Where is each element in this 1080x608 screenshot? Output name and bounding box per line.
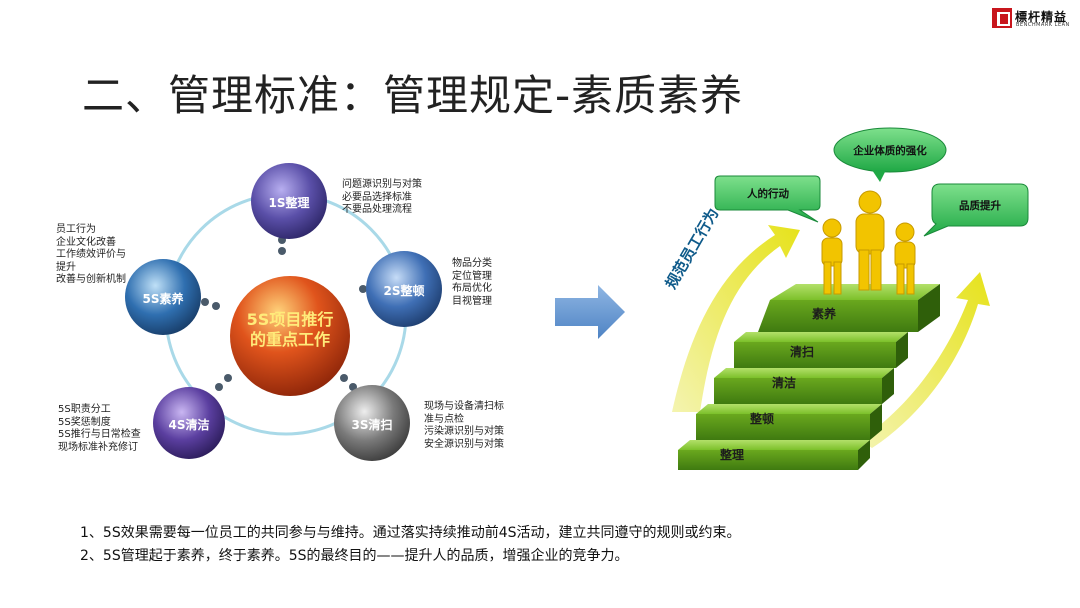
- stair-label-5: 素养: [812, 307, 837, 321]
- node-3s-ball: [334, 385, 410, 461]
- node-1s-notes: 问题源识别与对策 必要品选择标准 不要品处理流程: [342, 179, 422, 215]
- node-3s-notes: 现场与设备清扫标 准与点检 污染源识别与对策 安全源识别与对策: [424, 401, 504, 450]
- footer-note-2: 2、5S管理起于素养，终于素养。5S的最终目的——提升人的品质，增强企业的竞争力…: [80, 548, 629, 564]
- node-5s-label: 5S素养: [142, 292, 184, 306]
- stair-label-4: 清扫: [790, 345, 815, 359]
- stair-label-3: 清洁: [772, 376, 797, 390]
- slide-title: 二、管理标准：管理规定-素质素养: [82, 71, 744, 120]
- center-label: 5S项目推行 的重点工作: [246, 310, 334, 349]
- bubble-strength-text: 企业体质的强化: [853, 145, 927, 157]
- right-arrow-icon: [555, 285, 625, 339]
- arrow-text: 规范员工行为: [661, 205, 723, 292]
- company-logo: 標杆精益 BENCHMARK LEAN: [992, 8, 1074, 30]
- stair-label-2: 整顿: [750, 412, 775, 426]
- node-2s-label: 2S整顿: [383, 284, 425, 298]
- node-5s-ball: [125, 259, 201, 335]
- bubble-action-text: 人的行动: [747, 188, 789, 200]
- node-5s-notes: 员工行为 企业文化改善 工作绩效评价与 提升 改善与创新机制: [56, 224, 126, 285]
- node-2s-notes: 物品分类 定位管理 布局优化 目视管理: [452, 258, 492, 307]
- node-4s-notes: 5S职责分工 5S奖惩制度 5S推行与日常检查 现场标准补充修订: [58, 404, 141, 453]
- cycle-diagram: [125, 163, 442, 461]
- stair-steps: [678, 284, 940, 470]
- node-1s-ball: [251, 163, 327, 239]
- footer-note-1: 1、5S效果需要每一位员工的共同参与与维持。通过落实持续推动前4S活动，建立共同…: [80, 525, 741, 541]
- stair-label-1: 整理: [720, 448, 745, 462]
- node-2s-ball: [366, 251, 442, 327]
- node-4s-label: 4S清洁: [168, 418, 210, 432]
- bubble-quality-text: 品质提升: [959, 200, 1001, 212]
- node-4s-ball: [153, 387, 225, 459]
- right-curved-arrow: [860, 272, 990, 448]
- center-ball: [230, 276, 350, 396]
- node-1s-label: 1S整理: [268, 196, 310, 210]
- people-figures-icon: [821, 190, 916, 295]
- node-3s-label: 3S清扫: [351, 418, 393, 432]
- logo-text-cn: 標杆精益: [1015, 10, 1068, 24]
- logo-mark-icon: [992, 8, 1012, 28]
- logo-text-en: BENCHMARK LEAN: [1016, 22, 1070, 28]
